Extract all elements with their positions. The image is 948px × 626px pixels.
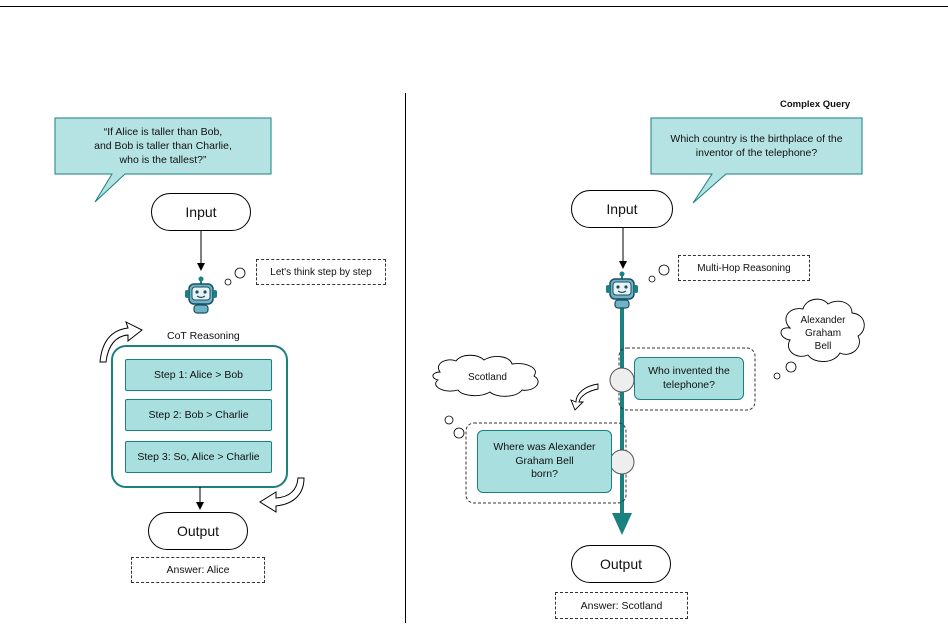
left-input-label: Input bbox=[185, 204, 217, 220]
left-input-node: Input bbox=[151, 193, 251, 231]
right-input-label: Input bbox=[606, 201, 638, 217]
cot-reasoning-title: CoT Reasoning bbox=[167, 330, 240, 342]
cloud-scotland-dot-small bbox=[444, 415, 454, 425]
cot-step-1-label: Step 1: Alice > Bob bbox=[153, 369, 244, 381]
right-output-label: Output bbox=[599, 556, 643, 572]
left-answer-text: Answer: Alice bbox=[166, 564, 230, 576]
curve-arrow-bottom bbox=[259, 477, 305, 513]
right-thought-dot-small bbox=[648, 275, 656, 283]
left-output-label: Output bbox=[176, 523, 220, 539]
curve-arrow-middle bbox=[570, 383, 599, 411]
hop2-dashed-group bbox=[465, 422, 627, 504]
cot-step-3: Step 3: So, Alice > Charlie bbox=[125, 441, 272, 473]
right-thought-dot-large bbox=[658, 264, 670, 276]
cloud-bell-text: Alexander Graham Bell bbox=[800, 314, 846, 352]
right-answer-text: Answer: Scotland bbox=[580, 599, 663, 612]
right-answer-box: Answer: Scotland bbox=[555, 592, 688, 619]
hop1-question-box: Who invented the telephone? bbox=[634, 357, 744, 400]
left-thought-dot-large bbox=[234, 267, 246, 279]
left-speech-bubble bbox=[54, 117, 272, 203]
right-output-node: Output bbox=[571, 545, 671, 583]
cloud-bell-dot-large bbox=[785, 361, 797, 373]
multihop-arrowhead bbox=[612, 513, 632, 535]
hop1-node bbox=[609, 367, 635, 393]
left-thought-dot-small bbox=[224, 278, 232, 286]
right-input-node: Input bbox=[571, 190, 673, 228]
cot-step-2-label: Step 2: Bob > Charlie bbox=[148, 409, 249, 421]
cloud-scotland bbox=[432, 354, 539, 397]
cot-step-3-label: Step 3: So, Alice > Charlie bbox=[137, 451, 260, 463]
left-output-node: Output bbox=[148, 512, 248, 550]
left-answer-box: Answer: Alice bbox=[131, 557, 265, 583]
left-robot-icon bbox=[185, 276, 217, 314]
cot-step-1: Step 1: Alice > Bob bbox=[125, 359, 272, 391]
right-thought-box: Multi-Hop Reasoning bbox=[678, 255, 810, 281]
curve-arrow-top bbox=[99, 321, 143, 363]
right-speech-bubble bbox=[650, 117, 863, 204]
right-robot-icon bbox=[606, 271, 638, 309]
cloud-bell bbox=[780, 298, 865, 362]
right-thought-text: Multi-Hop Reasoning bbox=[697, 262, 791, 274]
left-thought-box: Let's think step by step bbox=[256, 259, 386, 285]
hop2-node bbox=[609, 449, 635, 475]
cot-step-2: Step 2: Bob > Charlie bbox=[125, 399, 272, 431]
left-question: “If Alice is taller than Bob, and Bob is… bbox=[94, 125, 232, 167]
hop2-question-box: Where was Alexander Graham Bell born? bbox=[477, 430, 612, 493]
panel-divider bbox=[405, 93, 406, 623]
left-thought-text: Let's think step by step bbox=[270, 266, 372, 278]
cloud-bell-dot-small bbox=[773, 372, 781, 380]
top-rule bbox=[0, 6, 948, 7]
cloud-scotland-text: Scotland bbox=[468, 371, 507, 383]
right-question: Which country is the birthplace of the i… bbox=[670, 132, 843, 159]
right-header: Complex Query bbox=[780, 99, 851, 110]
cloud-scotland-dot-large bbox=[453, 427, 465, 439]
